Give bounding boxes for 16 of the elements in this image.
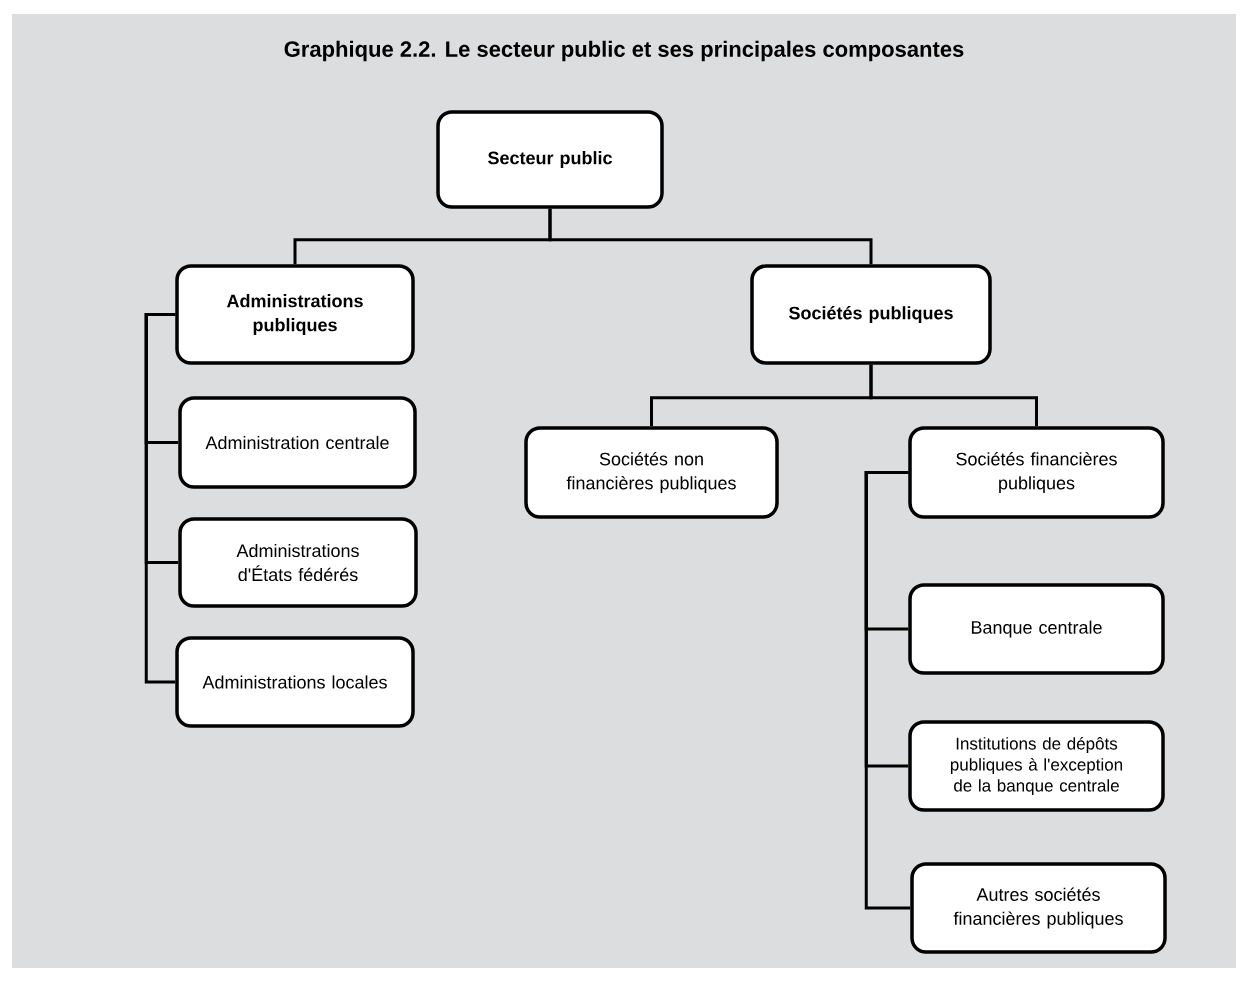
connector-line bbox=[864, 471, 911, 910]
chart-title: Graphique 2.2. Le secteur public et ses principales composantes bbox=[284, 40, 964, 62]
org-box: Sociétés non financières publiques bbox=[524, 426, 779, 519]
org-box: Administrations locales bbox=[175, 636, 415, 728]
org-box: Administration centrale bbox=[178, 396, 417, 489]
connector-line bbox=[548, 208, 873, 265]
org-box: Sociétés publiques bbox=[750, 264, 992, 365]
connector-line bbox=[869, 364, 1038, 427]
org-box: Institutions de dépôts publiques à l'exception de la banque centrale bbox=[908, 720, 1165, 812]
org-box: Autres sociétés financières publiques bbox=[910, 862, 1167, 954]
connector-line bbox=[144, 313, 176, 684]
org-box: Banque centrale bbox=[908, 583, 1165, 675]
org-box: Secteur public bbox=[436, 110, 664, 209]
org-box: Administrations d'États fédérés bbox=[178, 517, 418, 608]
org-box: Sociétés financières publiques bbox=[908, 426, 1165, 519]
org-box: Administrations publiques bbox=[175, 264, 415, 365]
